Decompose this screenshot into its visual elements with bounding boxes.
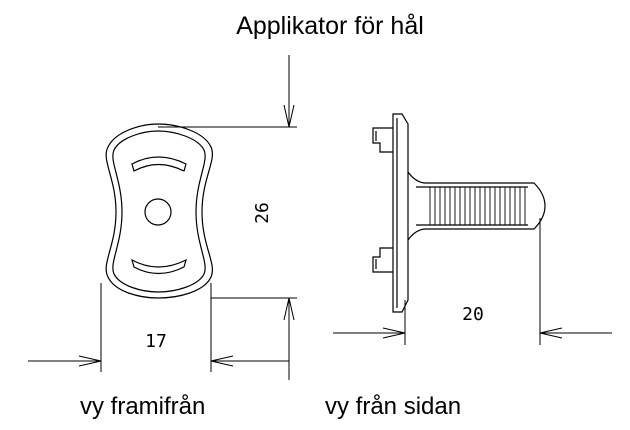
drawing-title: Applikator för hål — [236, 12, 424, 40]
dimension-lines — [28, 55, 612, 380]
dimension-width-label: 17 — [145, 331, 167, 352]
dimension-height-label: 26 — [252, 202, 273, 224]
upper-slot — [131, 156, 187, 172]
front-view-plate — [105, 123, 213, 299]
center-hole — [144, 198, 172, 226]
front-view-caption: vy framifrån — [80, 393, 206, 420]
lower-slot — [131, 258, 187, 275]
side-view-part — [372, 113, 546, 313]
dimension-length-label: 20 — [462, 304, 484, 325]
side-view-caption: vy från sidan — [325, 393, 462, 420]
